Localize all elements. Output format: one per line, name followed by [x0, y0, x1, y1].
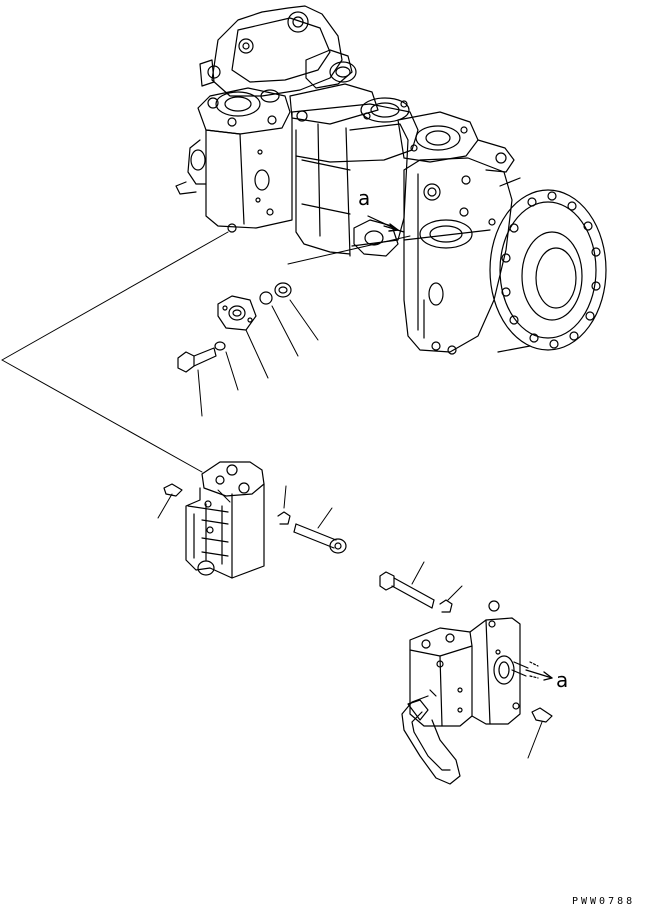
- middle-valve-assembly: [185, 461, 265, 579]
- arrow-a-lower: [525, 661, 553, 681]
- bolt-part: [177, 347, 217, 417]
- pin-part-left: [157, 483, 183, 519]
- o-ring-part: [274, 282, 319, 341]
- arrow-a-main: [367, 215, 399, 232]
- washer-part: [214, 341, 239, 391]
- leader-lines: [1, 231, 411, 473]
- lower-valve-assembly: [401, 600, 529, 785]
- snap-ring-part: [277, 485, 291, 525]
- bolt-lower-part: [379, 561, 435, 609]
- pin-part-right: [527, 707, 553, 759]
- callout-a-lower: a: [556, 668, 569, 692]
- callout-a-main: a: [358, 186, 371, 210]
- o-ring-small-part: [259, 291, 299, 357]
- washer-lower-part: [439, 585, 463, 613]
- main-pump-assembly: [175, 5, 607, 355]
- flange-part: [217, 295, 269, 379]
- drawing-code: PWW0788: [572, 896, 636, 907]
- long-bolt-part: [293, 507, 347, 554]
